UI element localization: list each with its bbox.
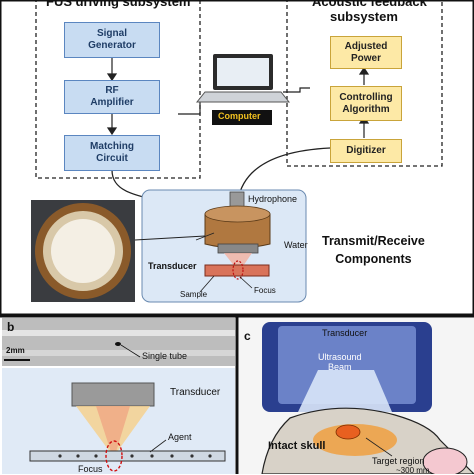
agent-label: Agent — [168, 432, 192, 442]
transducer-label: Transducer — [148, 261, 197, 271]
scale-bar-label: 2mm — [6, 346, 25, 355]
focus-ellipse — [232, 260, 244, 280]
panel-b-transducer-block — [71, 382, 155, 407]
transducer-photo — [31, 200, 135, 302]
focus-beam — [224, 253, 252, 272]
panel-c-beam — [298, 370, 392, 412]
transducer-device — [204, 191, 271, 254]
panel-b-focus-ellipse — [105, 440, 123, 472]
cable-digitizer — [237, 147, 331, 201]
rf-amplifier-box: RF Amplifier — [64, 80, 160, 114]
panel-b-micrograph — [2, 318, 235, 366]
ultrasound-beam-label: Ultrasound Beam — [318, 352, 362, 372]
single-tube-dot — [115, 342, 121, 346]
panel-c-ear — [422, 447, 468, 474]
computer-link-right — [283, 87, 310, 93]
fus-subsystem-frame — [35, 0, 201, 179]
controlling-algorithm-box: Controlling Algorithm — [330, 86, 402, 121]
panel-b-tube — [29, 450, 226, 462]
transmit-receive-label: Transmit/Receive Components — [322, 234, 425, 266]
feedback-subsystem-title-line2: subsystem — [330, 9, 398, 24]
fus-chain-arrows — [106, 58, 118, 136]
signal-generator-box: Signal Generator — [64, 22, 160, 58]
photo-link — [134, 235, 206, 241]
hydrophone-label: Hydrophone — [248, 194, 298, 204]
panel-b-label: b — [7, 320, 15, 334]
single-tube-label: Single tube — [142, 351, 188, 361]
panel-c-label: c — [244, 329, 251, 343]
panel-b-focus-label: Focus — [78, 464, 103, 474]
water-label: Water — [284, 240, 308, 250]
digitizer-box: Digitizer — [330, 139, 402, 163]
sample-pointer — [199, 275, 215, 293]
panel-c-transducer-label: Transducer — [322, 328, 368, 338]
computer-label: Computer — [218, 111, 261, 121]
fus-subsystem-title: FUS driving subsystem — [46, 0, 191, 9]
focus-label: Focus — [254, 286, 276, 295]
panel-c-target — [335, 424, 361, 440]
target-region-label: Target region — [372, 456, 425, 466]
sample-tube — [204, 264, 270, 277]
intact-skull-label: Intact skull — [268, 440, 326, 452]
feedback-subsystem-frame — [286, 0, 443, 167]
panel-b-transducer-label: Transducer — [170, 387, 221, 398]
feedback-subsystem-title-line1: Acoustic feedback — [312, 0, 427, 9]
sample-label: Sample — [180, 290, 208, 299]
target-region-sub: ~300 mm — [396, 466, 430, 475]
matching-circuit-box: Matching Circuit — [64, 135, 160, 171]
focus-pointer — [239, 276, 253, 289]
panel-c-brain — [313, 424, 397, 456]
adjusted-power-box: Adjusted Power — [330, 36, 402, 69]
computer-icon — [195, 54, 291, 125]
